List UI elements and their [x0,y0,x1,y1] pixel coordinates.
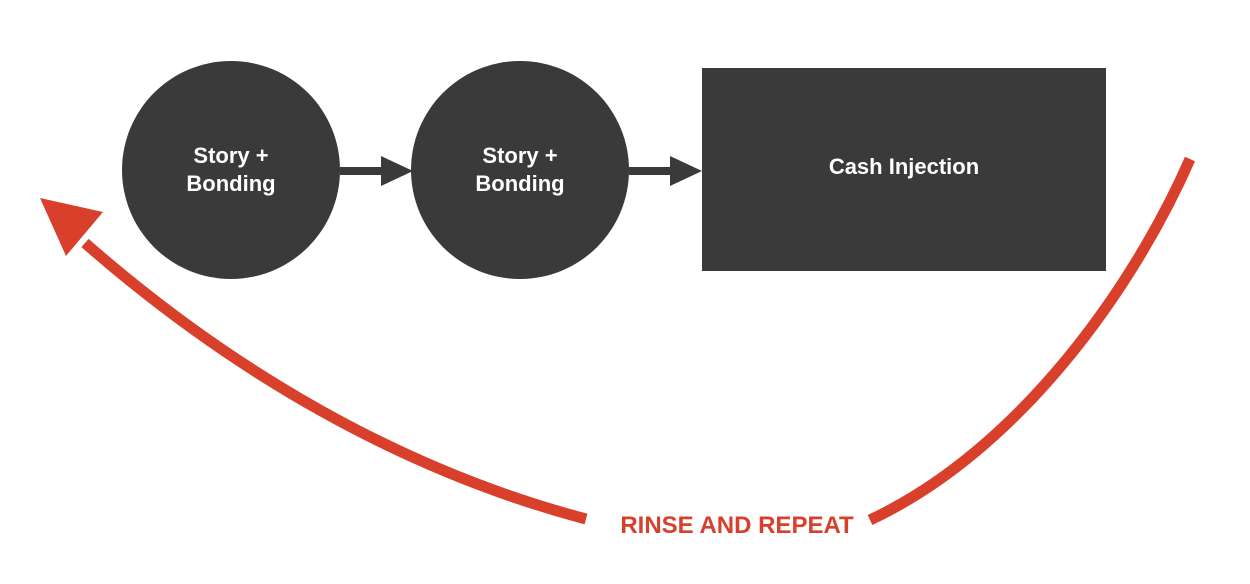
loop-label: RINSE AND REPEAT [620,512,854,539]
connector-arrow-1-to-2 [340,156,413,186]
node-label: Cash Injection [828,153,980,179]
loop-arrowhead [40,198,103,256]
loop-arrow-right-segment [867,156,1196,525]
node-story-bonding-2: Story + Bonding [411,61,629,279]
node-cash-injection: Cash Injection [702,68,1106,271]
connector-arrow-2-to-3 [629,156,702,186]
node-label: Story + Bonding [475,143,565,196]
node-story-bonding-1: Story + Bonding [122,61,340,279]
loop-arrow-left-segment [81,238,588,525]
node-label: Story + Bonding [186,143,276,196]
